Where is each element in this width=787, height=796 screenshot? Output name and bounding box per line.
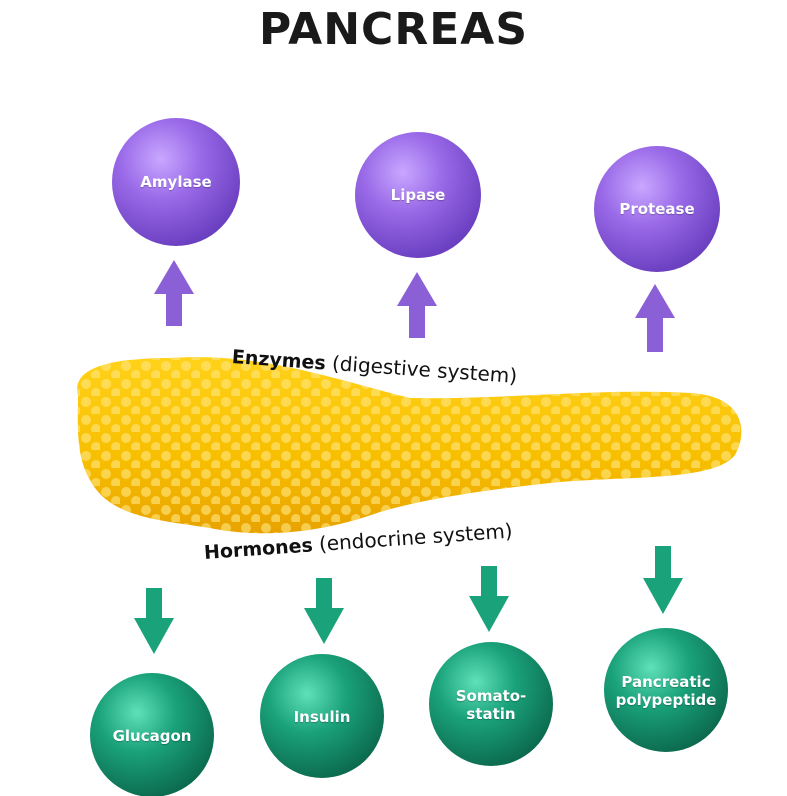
hormone-label-insulin: Insulin <box>262 708 382 726</box>
enzyme-arrows <box>154 260 675 352</box>
arrow-down-icon <box>304 578 344 644</box>
arrow-down-icon <box>643 546 683 614</box>
page-title: PANCREAS <box>0 4 787 55</box>
enzyme-label-lipase: Lipase <box>358 186 478 204</box>
arrow-up-icon <box>635 284 675 352</box>
hormone-circles <box>90 628 728 796</box>
hormone-label-pancreatic-polypeptide: Pancreatic polypeptide <box>596 673 736 709</box>
hormone-label-somatostatin: Somato- statin <box>431 687 551 723</box>
hormone-label-glucagon: Glucagon <box>92 727 212 745</box>
arrow-up-icon <box>154 260 194 326</box>
arrow-down-icon <box>469 566 509 632</box>
arrow-up-icon <box>397 272 437 338</box>
enzyme-label-protease: Protease <box>597 200 717 218</box>
enzyme-label-amylase: Amylase <box>116 173 236 191</box>
arrow-down-icon <box>134 588 174 654</box>
